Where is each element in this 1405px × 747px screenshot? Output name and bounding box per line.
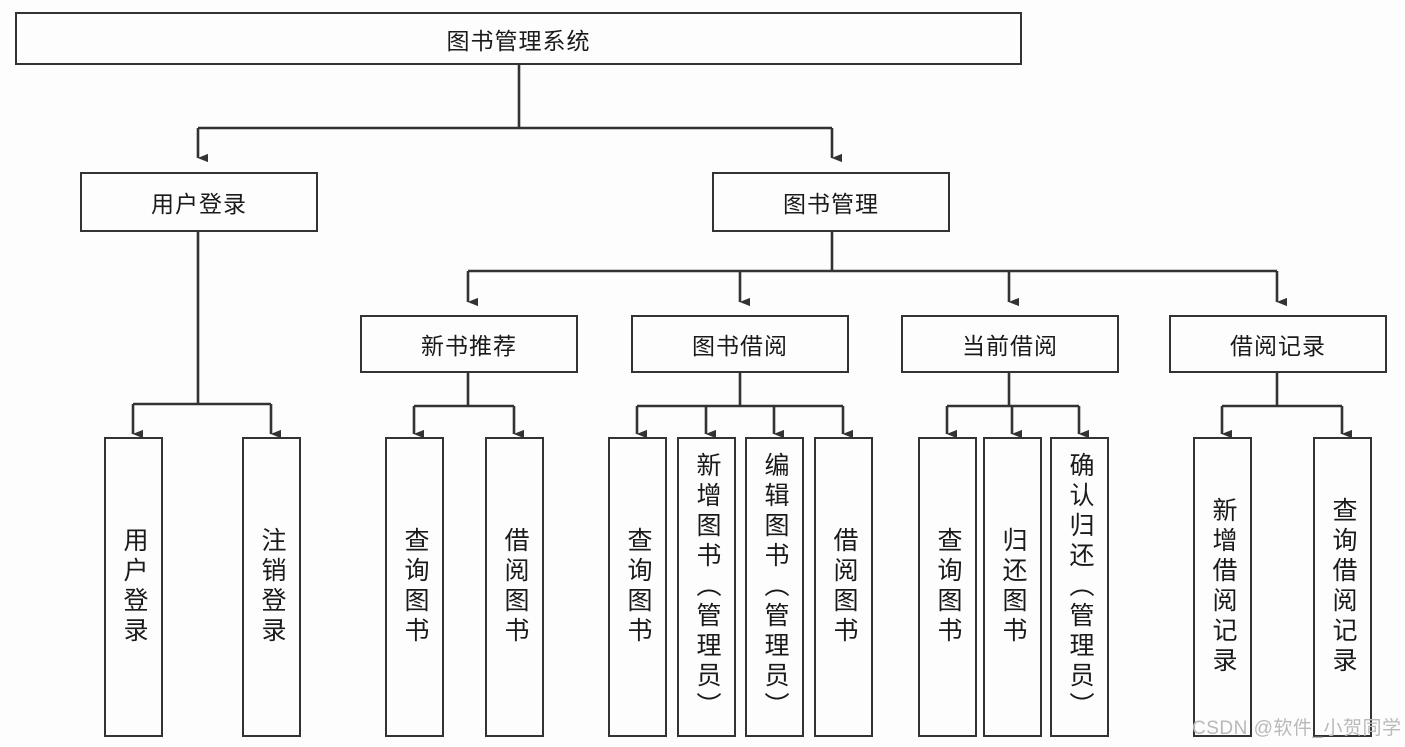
node-label: 借阅记录 (1230, 333, 1326, 359)
node-label: 用户登录 (120, 527, 148, 647)
node-book-management[interactable]: 图书管理 (712, 172, 950, 232)
leaf-new-book-borrow-book[interactable]: 借阅图书 (485, 437, 544, 737)
node-label: 新增图书（管理员） (693, 452, 721, 722)
node-label: 新增借阅记录 (1209, 497, 1237, 677)
node-label: 确认归还（管理员） (1066, 452, 1094, 722)
node-label: 查询图书 (934, 527, 962, 647)
node-label: 归还图书 (999, 527, 1027, 647)
node-label: 查询图书 (624, 527, 652, 647)
node-label: 查询借阅记录 (1329, 497, 1357, 677)
leaf-borrow-record-add-record[interactable]: 新增借阅记录 (1193, 437, 1252, 737)
node-book-borrow[interactable]: 图书借阅 (631, 315, 849, 373)
node-label: 借阅图书 (830, 527, 858, 647)
node-label: 注销登录 (258, 527, 286, 647)
node-label: 用户登录 (151, 191, 247, 217)
node-borrow-record[interactable]: 借阅记录 (1169, 315, 1387, 373)
node-label: 图书借阅 (692, 333, 788, 359)
leaf-book-borrow-edit-book-admin[interactable]: 编辑图书（管理员） (745, 437, 804, 737)
leaf-book-borrow-add-book-admin[interactable]: 新增图书（管理员） (677, 437, 736, 737)
watermark-text: CSDN @软件_小贺同学 (1192, 718, 1402, 739)
leaf-user-login-logout[interactable]: 注销登录 (242, 437, 301, 737)
leaf-book-borrow-borrow-book[interactable]: 借阅图书 (814, 437, 873, 737)
leaf-current-borrow-confirm-return-admin[interactable]: 确认归还（管理员） (1050, 437, 1109, 737)
node-label: 当前借阅 (962, 333, 1058, 359)
node-label: 新书推荐 (421, 333, 517, 359)
node-label: 编辑图书（管理员） (761, 452, 789, 722)
leaf-new-book-query-book[interactable]: 查询图书 (385, 437, 444, 737)
node-label: 图书管理系统 (446, 27, 591, 54)
node-label: 图书管理 (783, 191, 879, 217)
node-current-borrow[interactable]: 当前借阅 (901, 315, 1119, 373)
node-root-book-management-system[interactable]: 图书管理系统 (15, 12, 1022, 65)
leaf-book-borrow-query-book[interactable]: 查询图书 (608, 437, 667, 737)
leaf-user-login-login[interactable]: 用户登录 (104, 437, 163, 737)
leaf-borrow-record-query-record[interactable]: 查询借阅记录 (1313, 437, 1372, 737)
node-label: 查询图书 (401, 527, 429, 647)
leaf-current-borrow-query-book[interactable]: 查询图书 (918, 437, 977, 737)
node-new-book-recommend[interactable]: 新书推荐 (360, 315, 578, 373)
node-user-login[interactable]: 用户登录 (80, 172, 318, 232)
leaf-current-borrow-return-book[interactable]: 归还图书 (983, 437, 1042, 737)
node-label: 借阅图书 (501, 527, 529, 647)
